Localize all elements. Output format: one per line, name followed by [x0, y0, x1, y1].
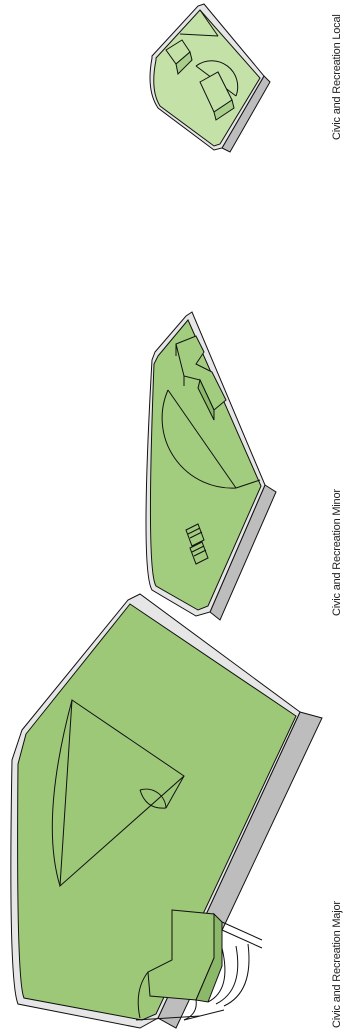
major-building — [137, 909, 223, 1021]
major-sports-field — [51, 699, 185, 888]
caption-minor: Civic and Recreation Minor — [331, 489, 343, 616]
minor-ball-field — [161, 389, 261, 489]
caption-local: Civic and Recreation Local — [331, 14, 343, 140]
minor-building — [175, 335, 227, 421]
minor-courts — [185, 523, 209, 565]
caption-major: Civic and Recreation Major — [331, 901, 343, 1028]
major-stands — [183, 921, 263, 1021]
minor-grass-surface — [149, 319, 262, 611]
local-diagram — [149, 3, 271, 153]
local-buildings — [165, 39, 235, 121]
minor-diagram — [145, 311, 277, 621]
major-path — [135, 1015, 201, 1021]
major-diagram — [10, 593, 323, 1029]
